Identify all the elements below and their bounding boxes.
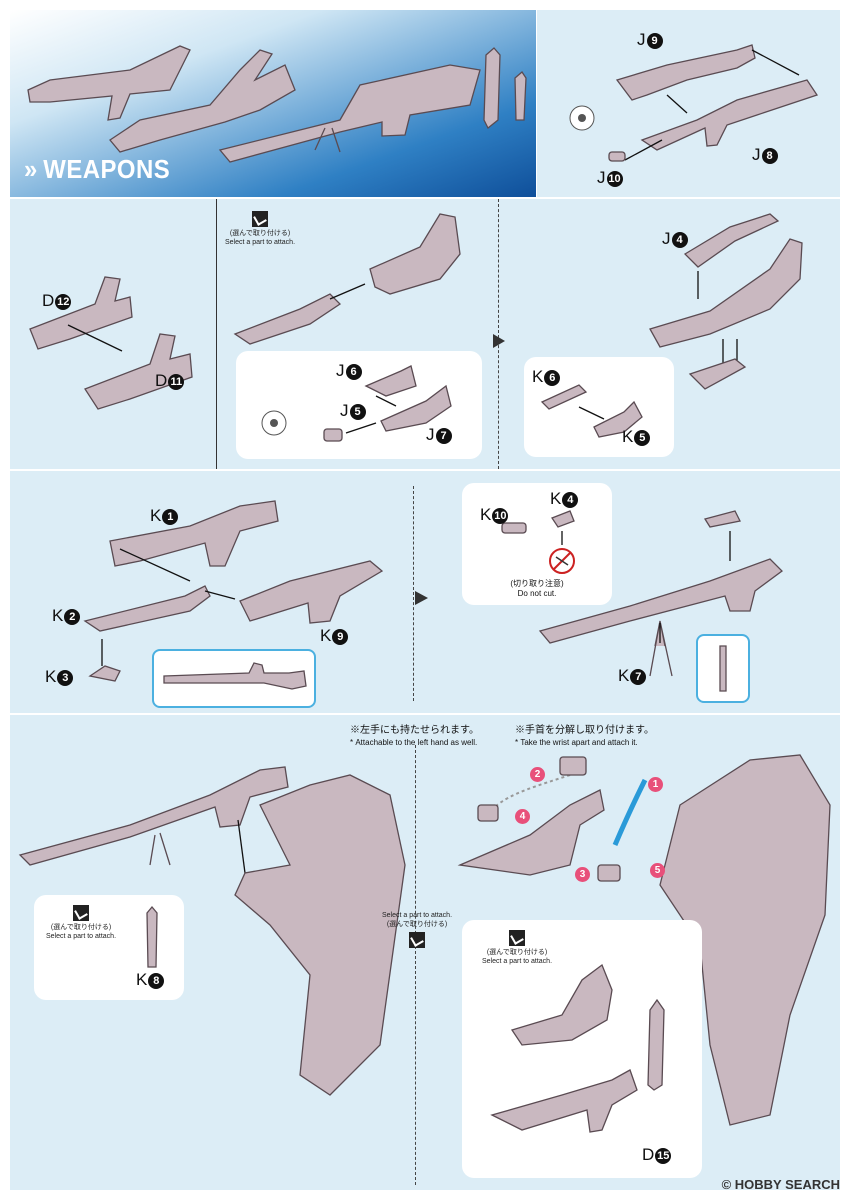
rifle-assembly-illustrations bbox=[29, 213, 803, 410]
assault-rifle-assembly bbox=[569, 44, 819, 162]
inset-parts-illustration bbox=[261, 365, 452, 442]
equip-illustrations bbox=[18, 754, 831, 1126]
callout-barrel-detail bbox=[152, 649, 316, 708]
select-part-icon bbox=[409, 932, 425, 948]
select-part-icon bbox=[509, 930, 525, 946]
select-part-center-note: Select a part to attach.(選んで取り付ける) bbox=[372, 911, 462, 950]
divider bbox=[413, 486, 414, 701]
note-left-hand: ※左手にも持たせられます。* Attachable to the left ha… bbox=[350, 725, 479, 747]
section-title: »WEAPONS bbox=[24, 154, 170, 185]
step-badge: 5 bbox=[650, 863, 665, 878]
bipod-detail-illustration bbox=[719, 645, 727, 692]
step-badge: 1 bbox=[648, 777, 663, 792]
select-part-icon bbox=[252, 211, 268, 227]
select-part-icon bbox=[73, 905, 89, 921]
rifle-choice-illustration bbox=[490, 963, 665, 1133]
select-part-note: (選んで取り付ける)Select a part to attach. bbox=[36, 905, 126, 941]
copyright-icon: © bbox=[721, 1177, 732, 1192]
section-title-text: WEAPONS bbox=[43, 154, 171, 184]
sniper-assembly-illustrations bbox=[83, 500, 783, 682]
select-part-note: (選んで取り付ける)Select a part to attach. bbox=[215, 211, 305, 247]
select-part-note: (選んで取り付ける)Select a part to attach. bbox=[472, 930, 562, 966]
inset-k10-k4-illustration bbox=[501, 510, 575, 574]
step-badge: 4 bbox=[515, 809, 530, 824]
note-wrist: ※手首を分解し取り付けます。* Take the wrist apart and… bbox=[515, 725, 654, 747]
weapons-lineup-illustration bbox=[27, 45, 527, 163]
do-not-cut-note: (切り取り注意)Do not cut. bbox=[510, 579, 564, 598]
footer-brand: © HOBBY SEARCH bbox=[722, 1177, 840, 1192]
weapons-hero-banner: »WEAPONS bbox=[10, 10, 536, 197]
divider bbox=[216, 199, 217, 469]
step-badge: 3 bbox=[575, 867, 590, 882]
chevron-icon: » bbox=[24, 154, 38, 184]
panel-equip-weapons: ※左手にも持たせられます。* Attachable to the left ha… bbox=[10, 715, 840, 1190]
step-badge: 2 bbox=[530, 767, 545, 782]
divider bbox=[415, 745, 416, 1185]
divider bbox=[498, 199, 499, 469]
inset-k-parts-illustration bbox=[540, 384, 643, 438]
callout-bipod-detail bbox=[696, 634, 750, 703]
brand-name: HOBBY SEARCH bbox=[734, 1177, 840, 1192]
k8-illustration bbox=[146, 905, 158, 968]
barrel-detail-illustration bbox=[163, 662, 307, 690]
